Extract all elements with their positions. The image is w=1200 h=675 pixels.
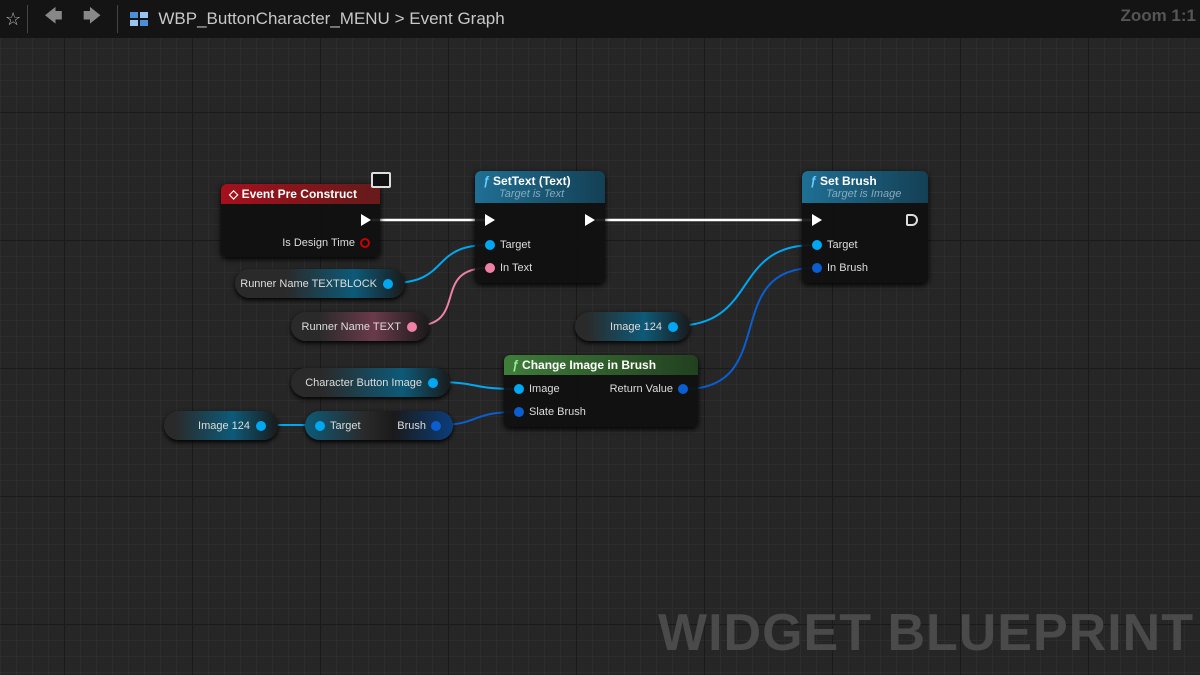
star-icon[interactable]: ☆: [5, 8, 22, 29]
pin-label: Brush: [397, 419, 426, 432]
pin-label: Target: [827, 239, 858, 251]
pin-label: Target: [500, 239, 531, 251]
node-subtitle: Target is Text: [499, 188, 565, 200]
monitor-icon: [371, 172, 391, 188]
variable-label: Image 124: [610, 320, 662, 333]
object-pin[interactable]: [668, 321, 678, 332]
node-title: Change Image in Brush: [522, 358, 657, 372]
brush-pin[interactable]: Brush: [397, 420, 441, 432]
exec-out-pin[interactable]: [906, 214, 918, 226]
object-pin[interactable]: [428, 377, 438, 388]
variable-label: Runner Name TEXT: [301, 320, 401, 333]
bool-pin-icon[interactable]: [360, 238, 370, 248]
function-icon: ƒ: [483, 174, 490, 188]
function-icon: ƒ: [810, 174, 817, 188]
pin-label: Return Value: [609, 383, 673, 395]
variable-label: Image 124: [198, 419, 250, 432]
pin-label: In Text: [500, 262, 533, 274]
widget-blueprint-icon: [130, 12, 149, 26]
divider: [27, 5, 29, 33]
object-pin[interactable]: [256, 420, 266, 431]
event-diamond-icon: ◇: [229, 187, 239, 201]
pin-label: In Brush: [827, 262, 868, 274]
object-wire: [391, 244, 489, 284]
text-pin[interactable]: [407, 321, 417, 332]
back-arrow-icon[interactable]: 🡄: [44, 6, 63, 26]
node-title: SetText (Text): [493, 174, 571, 188]
event-pre-construct-node[interactable]: ◇ Event Pre Construct Is Design Time: [221, 172, 391, 257]
struct-wire: [684, 267, 815, 390]
in-text-pin[interactable]: In Text: [485, 262, 532, 274]
return-value-pin[interactable]: Return Value: [610, 383, 688, 395]
breadcrumb-asset[interactable]: WBP_ButtonCharacter_MENU: [158, 9, 390, 28]
forward-arrow-icon[interactable]: 🡆: [82, 6, 102, 26]
pin-label: Image: [529, 383, 560, 395]
node-subtitle: Target is Image: [826, 188, 902, 200]
variable-image-124[interactable]: Image 124: [575, 312, 690, 341]
node-header: ƒ SetText (Text)Target is Text: [475, 171, 605, 203]
node-title: Event Pre Construct: [241, 187, 357, 201]
variable-image-124[interactable]: Image 124: [164, 411, 278, 440]
object-pin[interactable]: [383, 278, 393, 289]
node-header: ƒ Change Image in Brush: [504, 355, 698, 375]
variable-character-button-image[interactable]: Character Button Image: [291, 368, 450, 397]
change-image-in-brush-node[interactable]: ƒ Change Image in Brush Image Slate Brus…: [504, 355, 698, 427]
target-pin[interactable]: Target: [812, 239, 858, 251]
variable-label: Character Button Image: [305, 376, 422, 389]
pin-label: Target: [330, 419, 361, 432]
in-brush-pin[interactable]: In Brush: [812, 262, 868, 274]
divider: [117, 5, 119, 33]
is-design-time-pin[interactable]: Is Design Time: [282, 237, 370, 249]
node-header: ◇ Event Pre Construct: [221, 184, 380, 204]
pin-label: Is Design Time: [282, 237, 355, 249]
pin-label: Slate Brush: [529, 406, 586, 418]
zoom-level: Zoom 1:1: [1120, 6, 1196, 25]
exec-out-pin[interactable]: [585, 214, 595, 226]
node-title: Set Brush: [820, 174, 877, 188]
watermark: WIDGET BLUEPRINT: [658, 604, 1194, 662]
breadcrumb-graph[interactable]: Event Graph: [409, 9, 505, 28]
object-wire: [673, 244, 815, 327]
exec-in-pin[interactable]: [812, 214, 822, 226]
set-text-node[interactable]: ƒ SetText (Text)Target is Text Target In…: [475, 171, 605, 283]
variable-runner-name-text[interactable]: Runner Name TEXT: [291, 312, 429, 341]
variable-runner-name-textblock[interactable]: Runner Name TEXTBLOCK: [235, 269, 405, 298]
exec-in-pin[interactable]: [485, 214, 495, 226]
chevron-right-icon: >: [394, 9, 405, 28]
breadcrumb: WBP_ButtonCharacter_MENU > Event Graph: [158, 9, 504, 29]
image-pin[interactable]: Image: [514, 383, 560, 395]
toolbar: ☆ 🡄 🡆 WBP_ButtonCharacter_MENU > Event G…: [0, 0, 1200, 38]
slate-brush-pin[interactable]: Slate Brush: [514, 406, 586, 418]
target-pin[interactable]: Target: [485, 239, 531, 251]
function-icon: ƒ: [512, 358, 519, 372]
get-brush-node[interactable]: Target Brush: [305, 411, 453, 440]
target-pin[interactable]: Target: [315, 420, 361, 432]
variable-label: Runner Name TEXTBLOCK: [240, 277, 377, 290]
exec-out-pin[interactable]: [361, 214, 371, 226]
text-wire: [413, 267, 489, 327]
